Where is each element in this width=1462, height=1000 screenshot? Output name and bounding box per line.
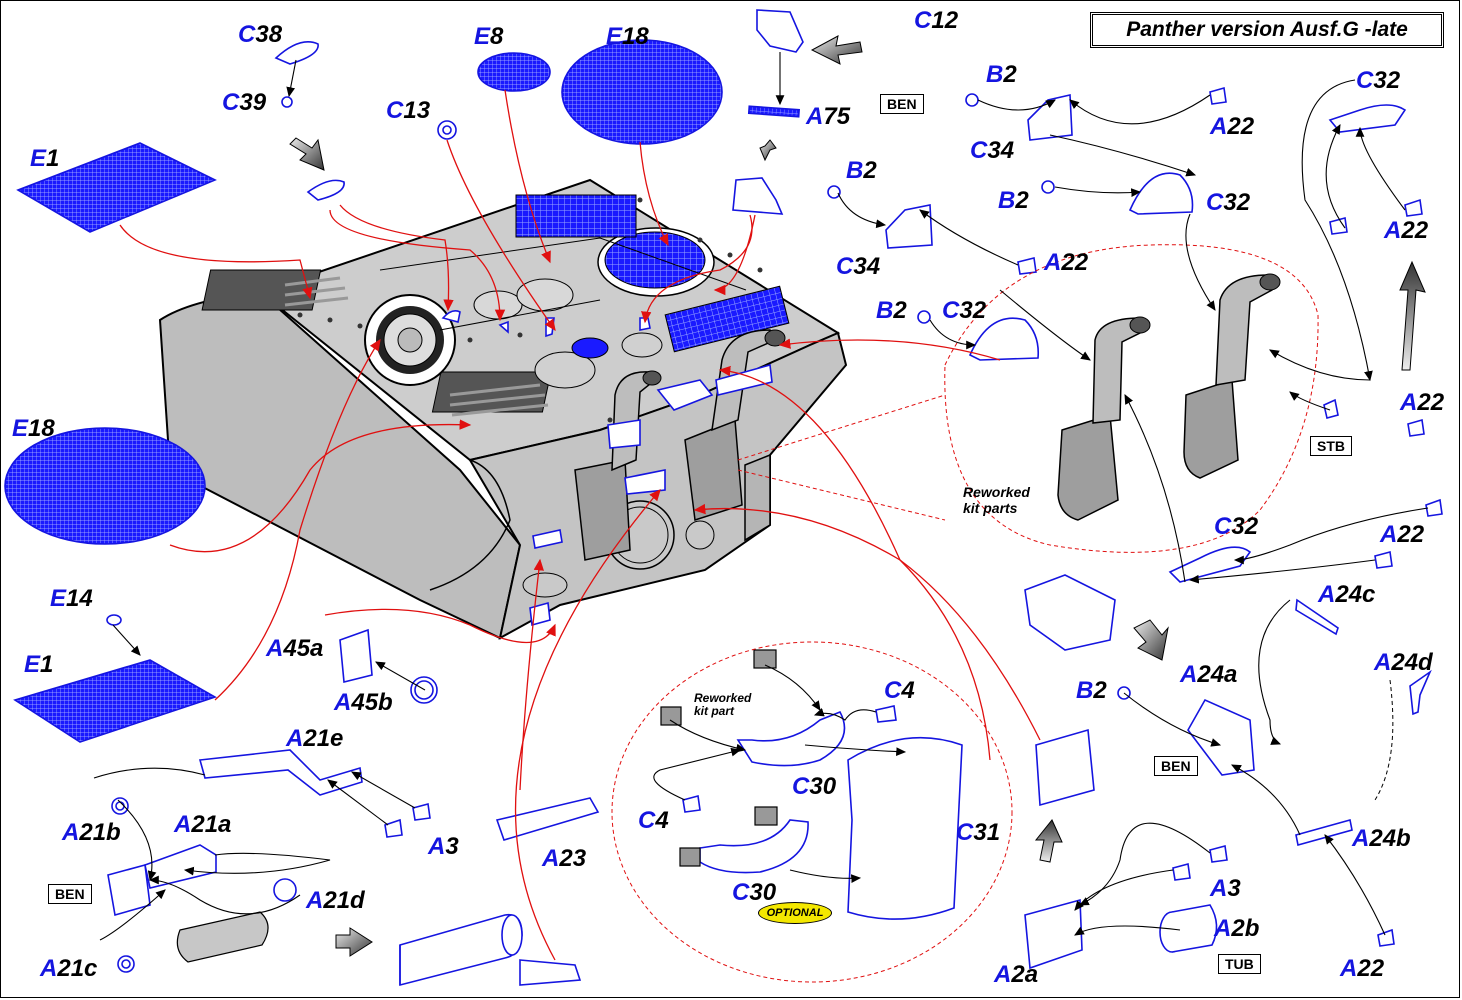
tag-stb: STB [1310,436,1352,456]
label-C31: C31 [956,819,1001,846]
dashed-groups [611,244,1394,983]
label-A21e: A21e [286,725,344,752]
label-A22-5: A22 [1380,521,1425,548]
label-A45b: A45b [334,689,393,716]
label-C32-1: C32 [1356,67,1401,94]
assembly-arrows [289,35,1426,957]
note-reworked-kit-part: Reworked kit part [694,691,752,718]
label-C30-1: C30 [792,773,837,800]
tag-ben-c12: BEN [880,94,924,114]
label-A24d: A24d [1374,649,1433,676]
label-B2-3: B2 [998,187,1029,214]
label-C38: C38 [238,21,283,48]
label-C32-3: C32 [942,297,987,324]
version-title: Panther version Ausf.G -late [1090,12,1444,48]
tag-ben-a21: BEN [48,884,92,904]
tag-ben-a24: BEN [1154,756,1198,776]
label-A21d: A21d [306,887,365,914]
label-B2-1: B2 [986,61,1017,88]
label-A22-3: A22 [1384,217,1429,244]
label-C34-1: C34 [970,137,1015,164]
label-C4-1: C4 [884,677,915,704]
label-B2-2: B2 [846,157,877,184]
label-E1-top: E1 [30,145,60,172]
label-A24b: A24b [1352,825,1411,852]
label-A21b: A21b [62,819,121,846]
label-E18-top: E18 [606,23,649,50]
label-A22-4: A22 [1400,389,1445,416]
black-leaders [93,52,1429,941]
label-B2-5: B2 [1076,677,1107,704]
grey-hardware [176,649,778,963]
red-leaders [119,89,1041,961]
label-E1-bottom: E1 [24,651,54,678]
label-C39: C39 [222,89,267,116]
label-A21c: A21c [40,955,98,982]
label-A24c: A24c [1318,581,1376,608]
label-A2b: A2b [1214,915,1260,942]
reworked-exhausts [1057,273,1281,521]
label-A3-1: A3 [428,833,459,860]
label-E18-left: E18 [12,415,55,442]
label-A24a: A24a [1180,661,1238,688]
note-reworked-kit-parts: Reworked kit parts [963,484,1030,516]
label-A23: A23 [542,845,587,872]
tag-tub: TUB [1218,954,1261,974]
blue-parts [4,9,1443,987]
label-A3-2: A3 [1210,875,1241,902]
label-A75: A75 [806,103,851,130]
label-C4-2: C4 [638,807,669,834]
label-C30-2: C30 [732,879,777,906]
label-A21a: A21a [174,811,232,838]
label-A2a: A2a [994,961,1039,988]
label-A22-2: A22 [1044,249,1089,276]
label-C13: C13 [386,97,431,124]
optional-badge: OPTIONAL [758,902,832,924]
label-A22-6: A22 [1340,955,1385,982]
label-E14: E14 [50,585,93,612]
label-C32-2: C32 [1206,189,1251,216]
label-C32-4: C32 [1214,513,1259,540]
label-C12: C12 [914,7,959,34]
label-C34-2: C34 [836,253,881,280]
label-A45a: A45a [266,635,324,662]
label-E8: E8 [474,23,504,50]
label-B2-4: B2 [876,297,907,324]
label-A22-1: A22 [1210,113,1255,140]
